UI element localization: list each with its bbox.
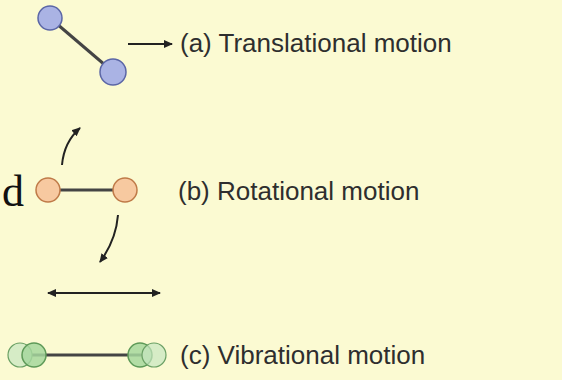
atom xyxy=(113,178,137,202)
motion-arrow xyxy=(128,43,172,45)
atom xyxy=(100,59,126,85)
cut-text: d xyxy=(2,168,24,216)
atom xyxy=(36,178,60,202)
bond xyxy=(32,354,142,357)
motion-label: (c) Vibrational motion xyxy=(180,340,425,370)
atom xyxy=(22,343,46,367)
motion-label: (a) Translational motion xyxy=(180,28,452,58)
atom xyxy=(38,6,62,30)
rotation-arrow xyxy=(100,215,118,262)
vibration-arrow xyxy=(48,292,160,294)
motion-label: (b) Rotational motion xyxy=(178,176,419,206)
rotation-arrow xyxy=(62,128,80,165)
atom-ghost xyxy=(142,343,166,367)
